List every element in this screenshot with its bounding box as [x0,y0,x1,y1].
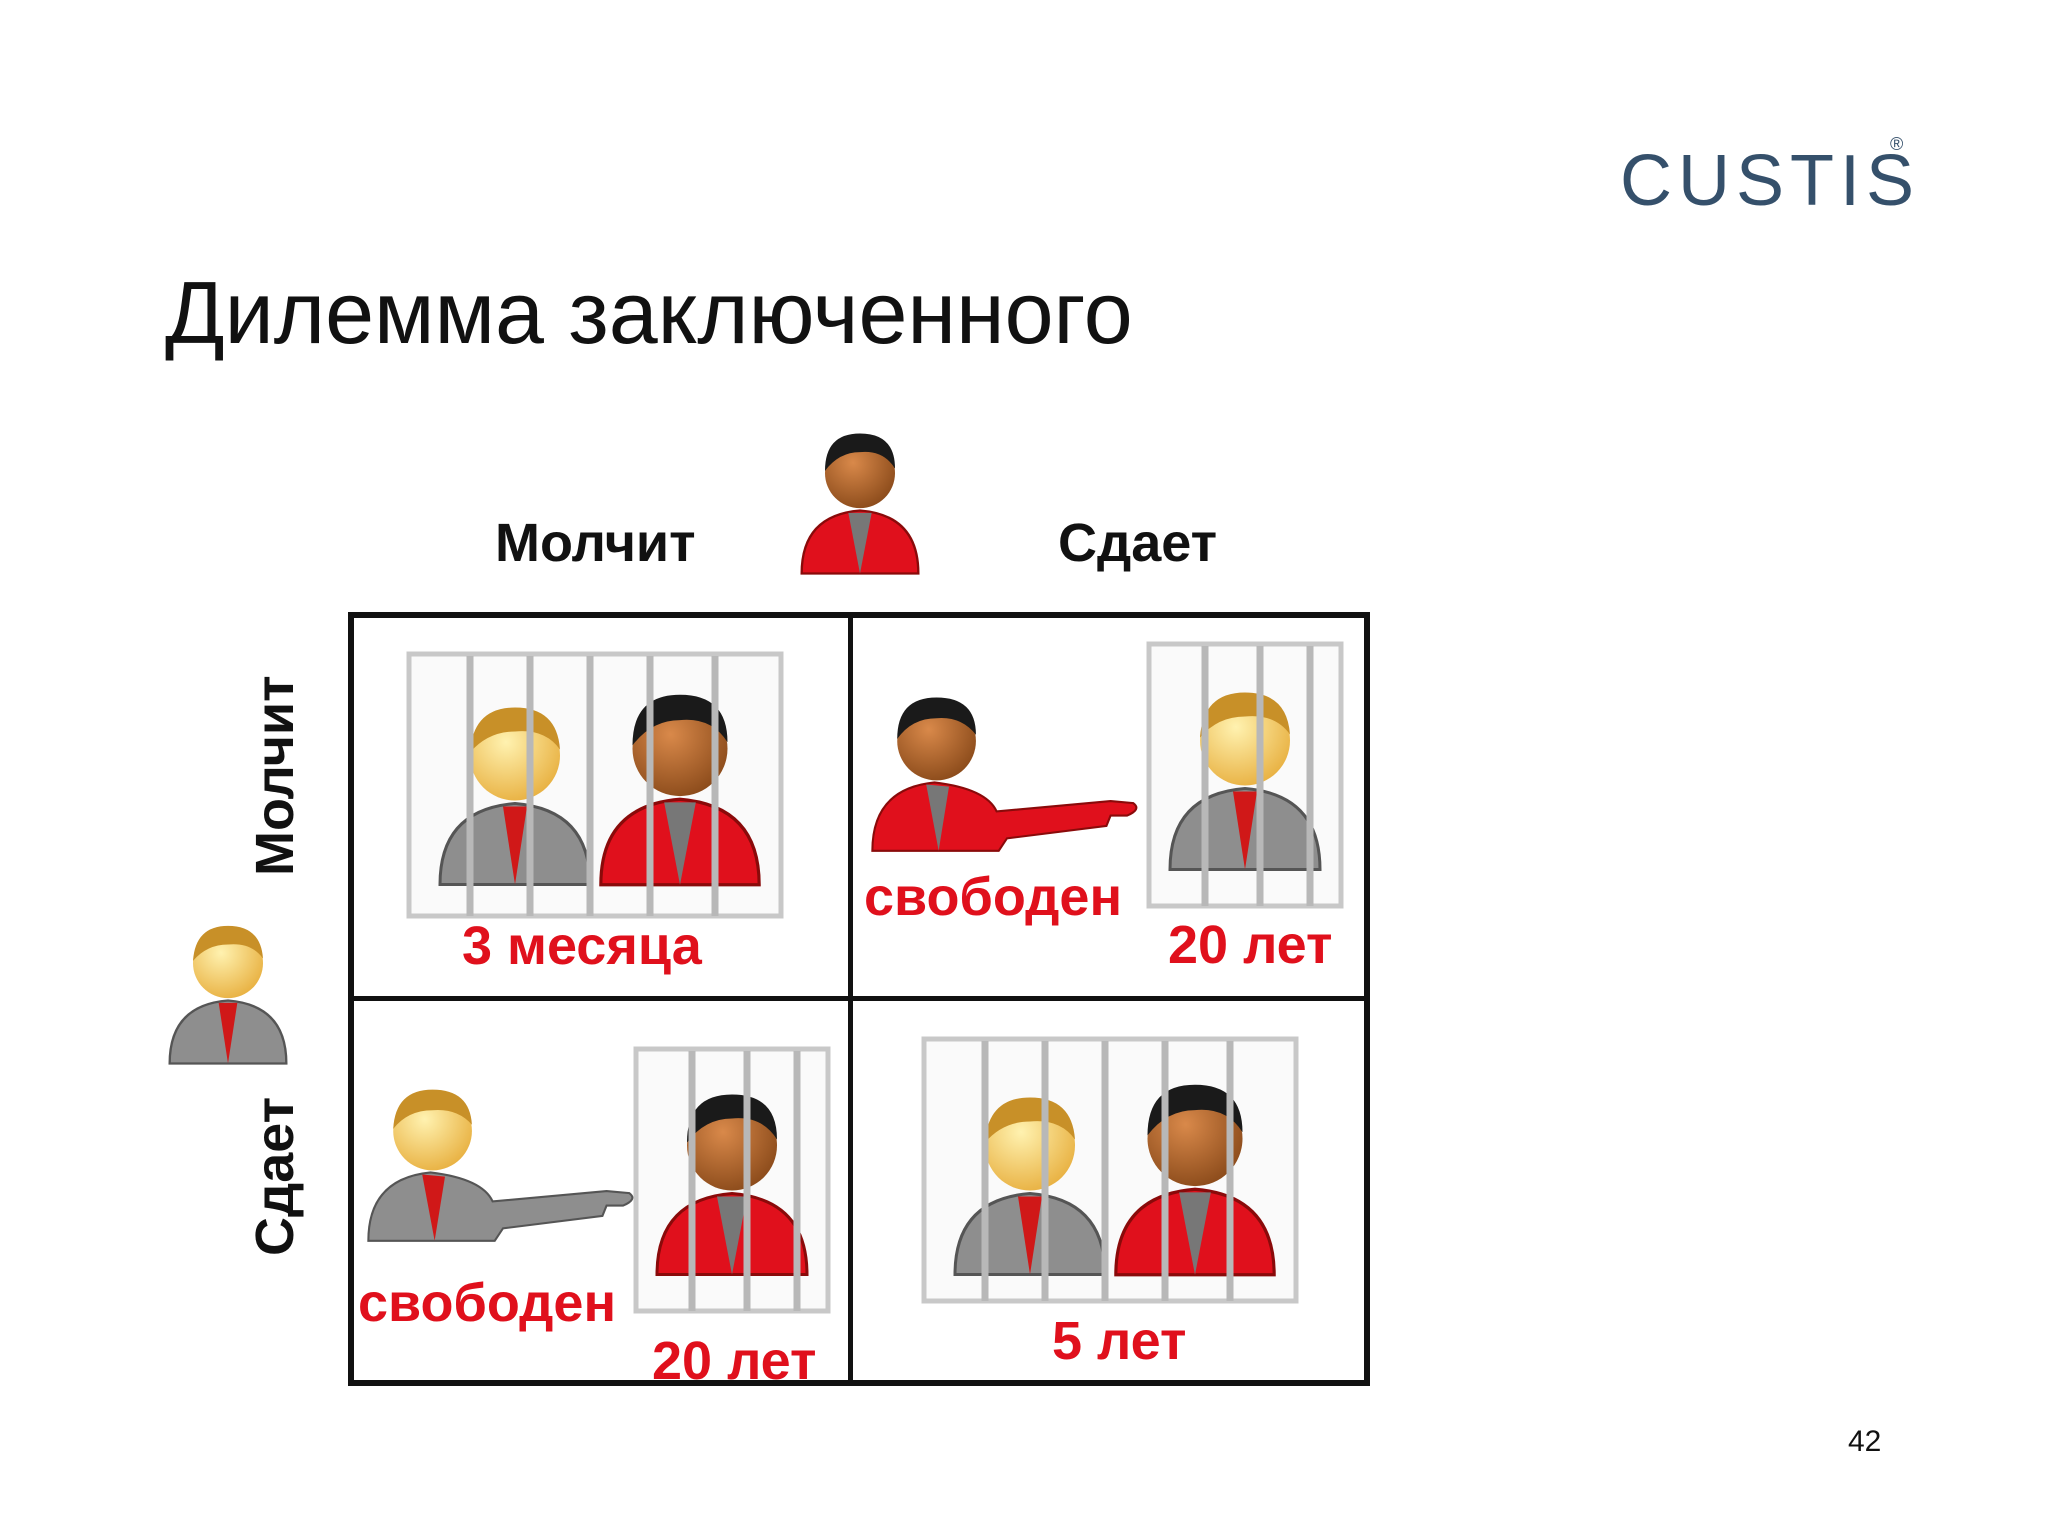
cell-2-free-label: свободен [864,867,1123,927]
registered-mark: ® [1890,134,1904,154]
slide-title: Дилемма заключенного [165,263,1133,362]
col-label-betray: Сдает [1058,513,1218,573]
col-label-silent: Молчит [495,513,696,573]
cell-2-sentence: 20 лет [1168,915,1333,975]
cell-3-sentence: 20 лет [652,1331,817,1391]
player-b-avatar [800,432,920,575]
cell-both-betray-illustration [921,1036,1299,1304]
jailed-player-b-illustration [633,1046,831,1314]
cell-both-jailed-illustration [406,651,784,919]
cell-1-sentence: 3 месяца [462,916,702,976]
row-label-silent: Молчит [245,675,305,876]
custis-logo: CUSTIS ® [1620,134,1921,222]
cell-3-free-label: свободен [358,1273,617,1333]
player-a-avatar [168,924,288,1065]
cell-4-sentence: 5 лет [1052,1311,1187,1371]
pointing-player-a-icon [367,1088,634,1243]
page-number: 42 [1848,1425,1882,1458]
jailed-player-a-illustration [1146,641,1344,909]
row-label-betray: Сдает [245,1096,305,1256]
pointing-player-b-icon [871,696,1138,853]
logo-text: CUSTIS [1620,141,1921,221]
matrix-divider-horizontal [348,996,1370,1001]
